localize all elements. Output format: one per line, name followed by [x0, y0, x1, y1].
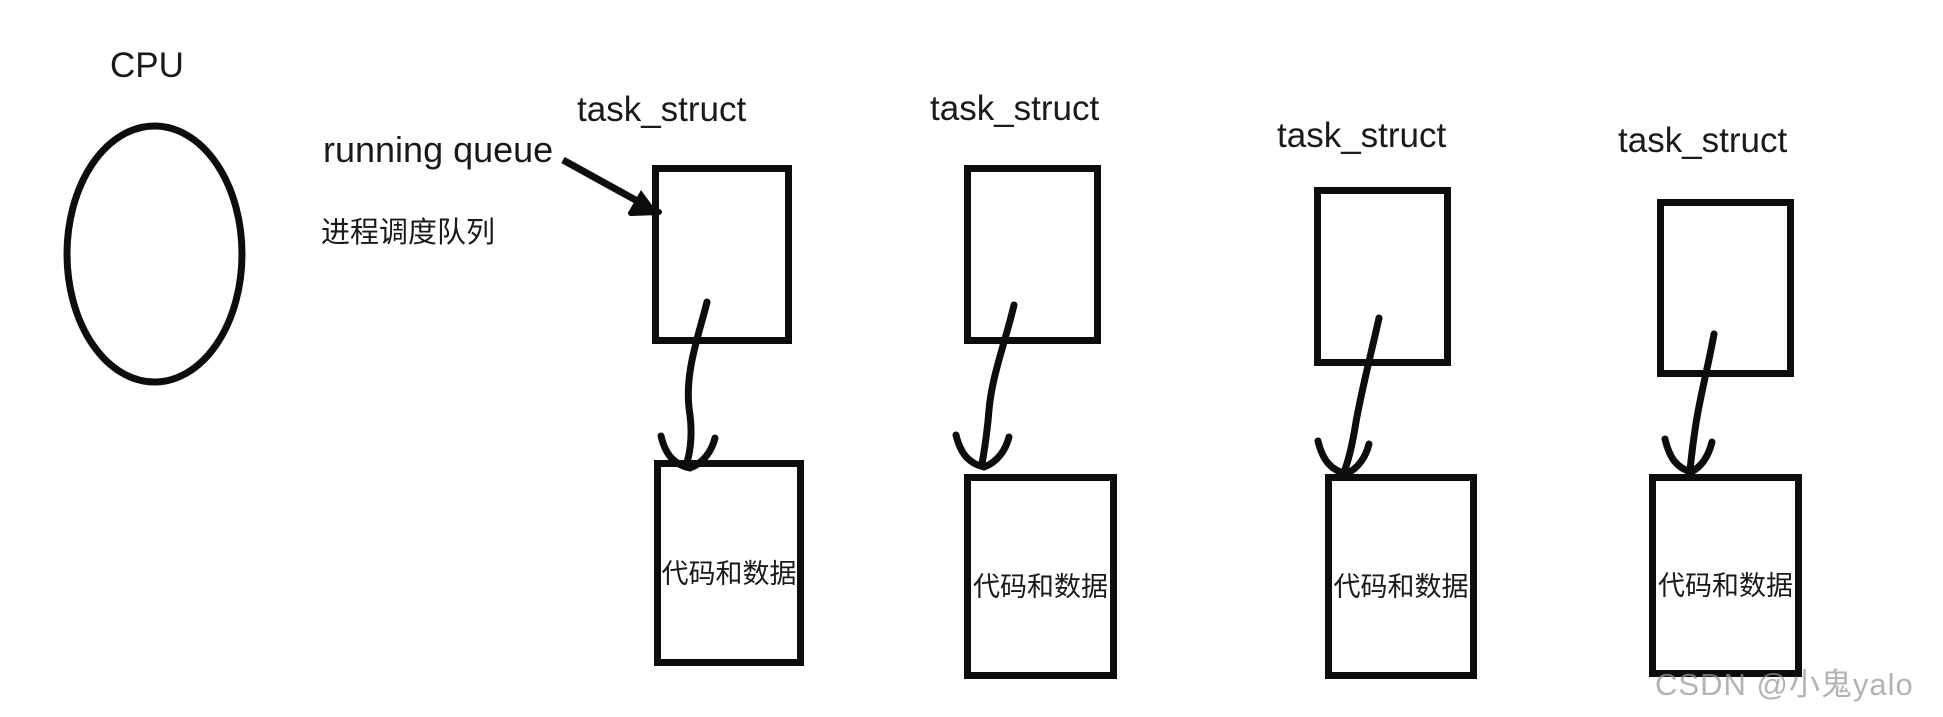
code-data-label-1: 代码和数据 [661, 558, 797, 589]
task-struct-box-1 [652, 165, 792, 344]
code-data-box-2: 代码和数据 [964, 474, 1117, 679]
running-queue-sublabel: 进程调度队列 [321, 217, 496, 249]
running-queue-arrow-shaft [561, 156, 643, 207]
task-struct-label-4: task_struct [1618, 121, 1788, 160]
code-data-box-3: 代码和数据 [1325, 474, 1477, 679]
task-link-arrow-3-head [1314, 437, 1373, 478]
task-struct-box-3 [1314, 187, 1451, 366]
task-link-arrow-4-head [1661, 435, 1716, 476]
task-struct-label-3: task_struct [1277, 116, 1447, 155]
running-queue-label: running queue [323, 129, 554, 170]
code-data-box-1: 代码和数据 [654, 460, 804, 666]
code-data-label-2: 代码和数据 [973, 572, 1108, 602]
task-struct-box-4 [1657, 199, 1794, 377]
task-struct-label-1: task_struct [577, 90, 747, 129]
task-struct-box-2 [964, 165, 1101, 344]
watermark: CSDN @小鬼yalo [1655, 667, 1914, 702]
cpu-ellipse [63, 122, 246, 386]
code-data-label-3: 代码和数据 [1333, 572, 1469, 602]
task-struct-label-2: task_struct [930, 89, 1100, 128]
task-link-arrow-2-head [952, 431, 1013, 471]
code-data-label-4: 代码和数据 [1658, 571, 1793, 601]
cpu-label: CPU [110, 46, 184, 85]
code-data-box-4: 代码和数据 [1649, 474, 1802, 677]
